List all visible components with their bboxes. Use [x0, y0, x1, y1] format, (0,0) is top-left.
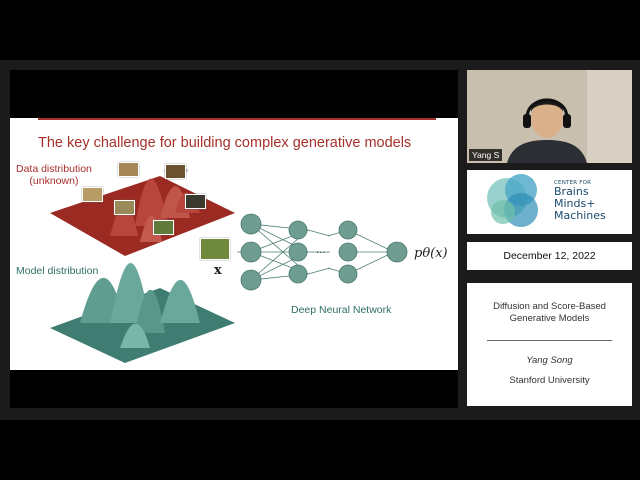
shared-slide: The key challenge for building complex g…: [10, 118, 458, 370]
headphones-icon: [525, 98, 569, 119]
data-peak: [135, 178, 168, 226]
model-distribution-label: Model distribution: [16, 265, 99, 277]
model-peak: [110, 262, 150, 323]
data-distribution-label: Data distribution (unknown): [16, 163, 92, 187]
input-dog-image: [200, 238, 230, 260]
x-symbol: 𝐱: [214, 263, 222, 278]
participant-name: Yang S: [469, 149, 503, 161]
sample-image-thumb: [114, 200, 135, 215]
speaker-institution: Stanford University: [509, 375, 590, 386]
sample-image-thumb: [118, 162, 139, 177]
sample-image-thumb: [185, 194, 206, 209]
data-distribution-line2: (unknown): [29, 175, 79, 187]
sample-image-thumb: [153, 220, 174, 235]
network-ellipsis: ···: [316, 248, 326, 259]
speaker-video-tile[interactable]: Yang S: [467, 70, 632, 163]
divider: [487, 340, 612, 341]
slide-bottom-bar: [10, 370, 458, 408]
speaker-video: [467, 70, 632, 163]
model-peak: [135, 289, 165, 333]
cbmm-logo-text: CENTER FOR Brains Minds+ Machines: [554, 180, 606, 222]
speaker-face: [531, 98, 563, 138]
speaker-body: [507, 140, 587, 163]
cbmm-logo-card: CENTER FOR Brains Minds+ Machines: [467, 170, 632, 234]
event-date: December 12, 2022: [467, 242, 632, 270]
deep-neural-network-label: Deep Neural Network: [291, 304, 392, 316]
cbmm-logo-icon: [487, 174, 538, 227]
speaker-name: Yang Song: [526, 355, 573, 366]
talk-title-line2: Generative Models: [509, 313, 590, 324]
talk-title: Diffusion and Score-Based Generative Mod…: [467, 301, 632, 325]
model-peak: [160, 279, 200, 323]
network-nodes: [240, 213, 408, 291]
slide-title-rule: [38, 118, 436, 120]
slide-title: The key challenge for building complex g…: [38, 135, 412, 151]
model-peak: [120, 323, 150, 348]
sample-image-thumb: [82, 187, 103, 202]
talk-info-card: Diffusion and Score-Based Generative Mod…: [467, 283, 632, 406]
sample-image-thumb: [165, 164, 186, 179]
talk-title-line1: Diffusion and Score-Based: [493, 301, 606, 312]
p-theta-label: pθ(x): [414, 246, 448, 261]
slide-top-bar: [10, 70, 458, 118]
data-distribution-line1: Data distribution: [16, 163, 92, 175]
distribution-illustration: ···: [50, 176, 408, 363]
